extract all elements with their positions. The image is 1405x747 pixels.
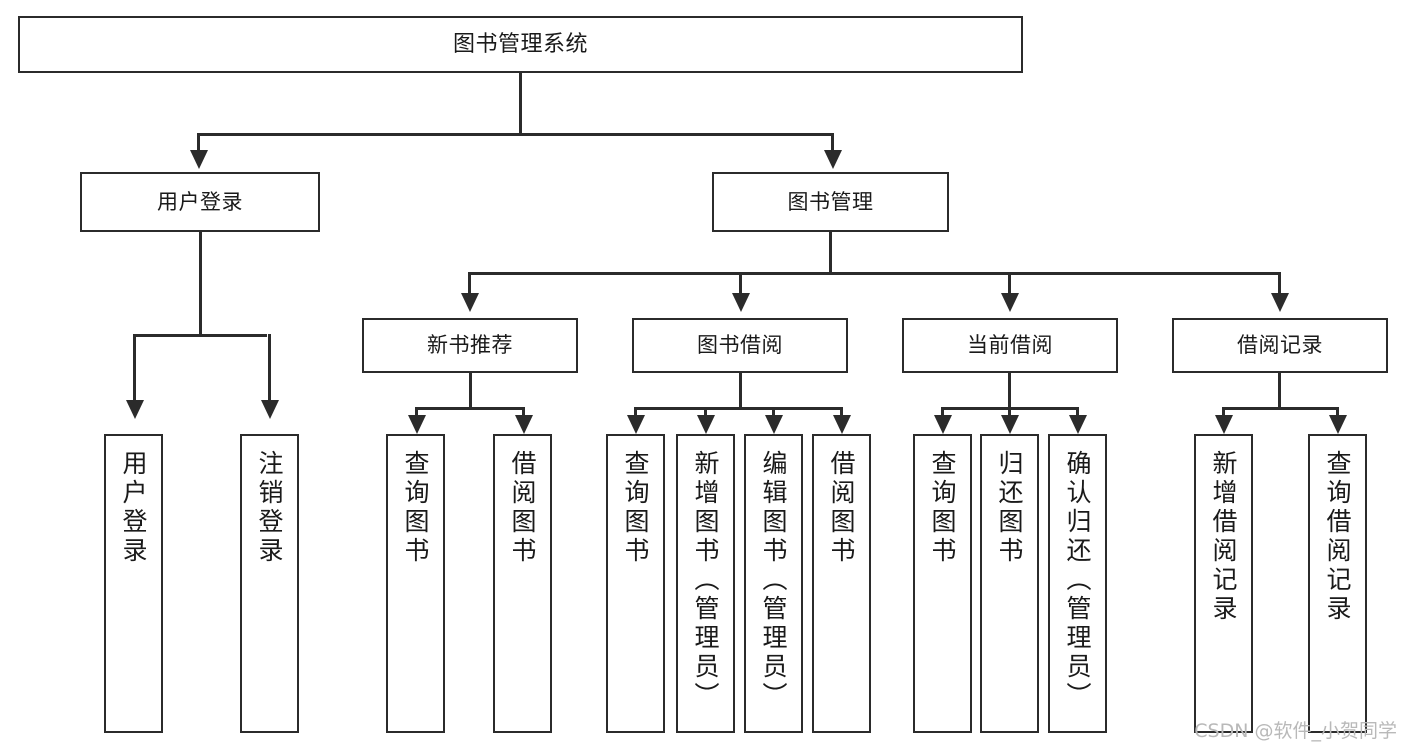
arrowhead-book-mgmt-current-borrow	[1001, 293, 1019, 312]
leaf-label: 归还图书	[995, 450, 1024, 566]
connector-current-borrow-leaf-1	[941, 407, 944, 421]
leaf-new-book-borrow[interactable]: 借阅图书	[493, 434, 552, 733]
connector-book-mgmt-to-new-book	[468, 272, 471, 299]
connector-borrow-record-leaf-1	[1222, 407, 1225, 421]
arrowhead-borrow-record-leaf-2	[1329, 415, 1347, 434]
node-user-login[interactable]: 用户登录	[80, 172, 320, 232]
leaf-current-borrow-confirm-return[interactable]: 确认归还（管理员）	[1048, 434, 1107, 733]
arrowhead-borrow-book-leaf-1	[627, 415, 645, 434]
node-root-library-system[interactable]: 图书管理系统	[18, 16, 1023, 73]
leaf-label: 查询图书	[928, 450, 957, 566]
node-label: 图书管理	[787, 189, 874, 214]
arrowhead-root-to-user-login	[190, 150, 208, 169]
leaf-borrow-book-edit[interactable]: 编辑图书（管理员）	[744, 434, 803, 733]
watermark: CSDN @软件_小贺同学	[1194, 720, 1397, 742]
leaf-label: 借阅图书	[827, 450, 856, 566]
node-book-borrow[interactable]: 图书借阅	[632, 318, 848, 373]
connector-book-mgmt-bar	[468, 272, 1280, 275]
connector-book-mgmt-to-borrow-book	[739, 272, 742, 299]
leaf-label: 新增图书（管理员）	[691, 450, 720, 711]
leaf-label: 确认归还（管理员）	[1063, 450, 1092, 711]
leaf-borrow-record-query[interactable]: 查询借阅记录	[1308, 434, 1367, 733]
connector-root-stem	[519, 73, 522, 135]
arrowhead-current-borrow-leaf-3	[1069, 415, 1087, 434]
connector-borrow-book-leaf-3	[772, 407, 775, 421]
node-new-book-recommend[interactable]: 新书推荐	[362, 318, 578, 373]
node-label: 图书借阅	[697, 333, 783, 358]
node-label: 用户登录	[157, 189, 243, 214]
connector-root-to-user-login	[197, 133, 200, 158]
connector-new-book-stem	[469, 373, 472, 409]
connector-root-bar	[197, 133, 834, 136]
arrowhead-book-mgmt-new-book	[461, 293, 479, 312]
leaf-label: 查询图书	[621, 450, 650, 566]
node-label: 图书管理系统	[452, 31, 588, 57]
arrowhead-root-to-book-mgmt	[824, 150, 842, 169]
leaf-label: 编辑图书（管理员）	[759, 450, 788, 711]
arrowhead-new-book-leaf-1	[408, 415, 426, 434]
leaf-borrow-record-add[interactable]: 新增借阅记录	[1194, 434, 1253, 733]
connector-borrow-book-bar	[634, 407, 842, 410]
connector-user-login-to-leaf-2	[268, 334, 271, 406]
leaf-label: 新增借阅记录	[1209, 450, 1238, 624]
arrowhead-book-mgmt-borrow-record	[1271, 293, 1289, 312]
node-label: 借阅记录	[1237, 333, 1323, 358]
leaf-label: 注销登录	[255, 450, 284, 566]
connector-borrow-book-leaf-4	[840, 407, 843, 421]
connector-new-book-leaf-1	[415, 407, 418, 421]
connector-borrow-record-stem	[1278, 373, 1281, 409]
node-book-management[interactable]: 图书管理	[712, 172, 949, 232]
connector-user-login-to-leaf-1	[133, 334, 136, 406]
leaf-borrow-book-borrow[interactable]: 借阅图书	[812, 434, 871, 733]
leaf-label: 查询借阅记录	[1323, 450, 1352, 624]
connector-borrow-record-leaf-2	[1336, 407, 1339, 421]
connector-current-borrow-stem	[1008, 373, 1011, 409]
connector-borrow-book-stem	[739, 373, 742, 409]
connector-new-book-leaf-2	[522, 407, 525, 421]
leaf-label: 用户登录	[119, 450, 148, 566]
node-borrow-record[interactable]: 借阅记录	[1172, 318, 1388, 373]
connector-user-login-stem	[199, 232, 202, 336]
connector-borrow-book-leaf-2	[704, 407, 707, 421]
connector-book-mgmt-to-current-borrow	[1008, 272, 1011, 299]
leaf-user-login-login[interactable]: 用户登录	[104, 434, 163, 733]
leaf-user-login-logout[interactable]: 注销登录	[240, 434, 299, 733]
connector-root-to-book-mgmt	[831, 133, 834, 158]
arrowhead-borrow-record-leaf-1	[1215, 415, 1233, 434]
leaf-label: 查询图书	[401, 450, 430, 566]
leaf-current-borrow-query[interactable]: 查询图书	[913, 434, 972, 733]
connector-book-mgmt-stem	[829, 232, 832, 274]
arrowhead-book-mgmt-borrow-book	[732, 293, 750, 312]
leaf-new-book-query[interactable]: 查询图书	[386, 434, 445, 733]
connector-borrow-record-bar	[1222, 407, 1338, 410]
connector-current-borrow-leaf-3	[1076, 407, 1079, 421]
node-current-borrow[interactable]: 当前借阅	[902, 318, 1118, 373]
leaf-borrow-book-query[interactable]: 查询图书	[606, 434, 665, 733]
connector-borrow-book-leaf-1	[634, 407, 637, 421]
arrowhead-user-login-leaf-1	[126, 400, 144, 419]
connector-current-borrow-leaf-2	[1008, 407, 1011, 421]
connector-user-login-bar	[133, 334, 267, 337]
arrowhead-new-book-leaf-2	[515, 415, 533, 434]
leaf-borrow-book-add[interactable]: 新增图书（管理员）	[676, 434, 735, 733]
node-label: 当前借阅	[967, 333, 1053, 358]
arrowhead-current-borrow-leaf-2	[1001, 415, 1019, 434]
connector-new-book-bar	[415, 407, 525, 410]
node-label: 新书推荐	[427, 333, 513, 358]
leaf-current-borrow-return[interactable]: 归还图书	[980, 434, 1039, 733]
arrowhead-current-borrow-leaf-1	[934, 415, 952, 434]
arrowhead-user-login-leaf-2	[261, 400, 279, 419]
arrowhead-borrow-book-leaf-2	[697, 415, 715, 434]
arrowhead-borrow-book-leaf-4	[833, 415, 851, 434]
connector-book-mgmt-to-borrow-record	[1278, 272, 1281, 299]
arrowhead-borrow-book-leaf-3	[765, 415, 783, 434]
leaf-label: 借阅图书	[508, 450, 537, 566]
